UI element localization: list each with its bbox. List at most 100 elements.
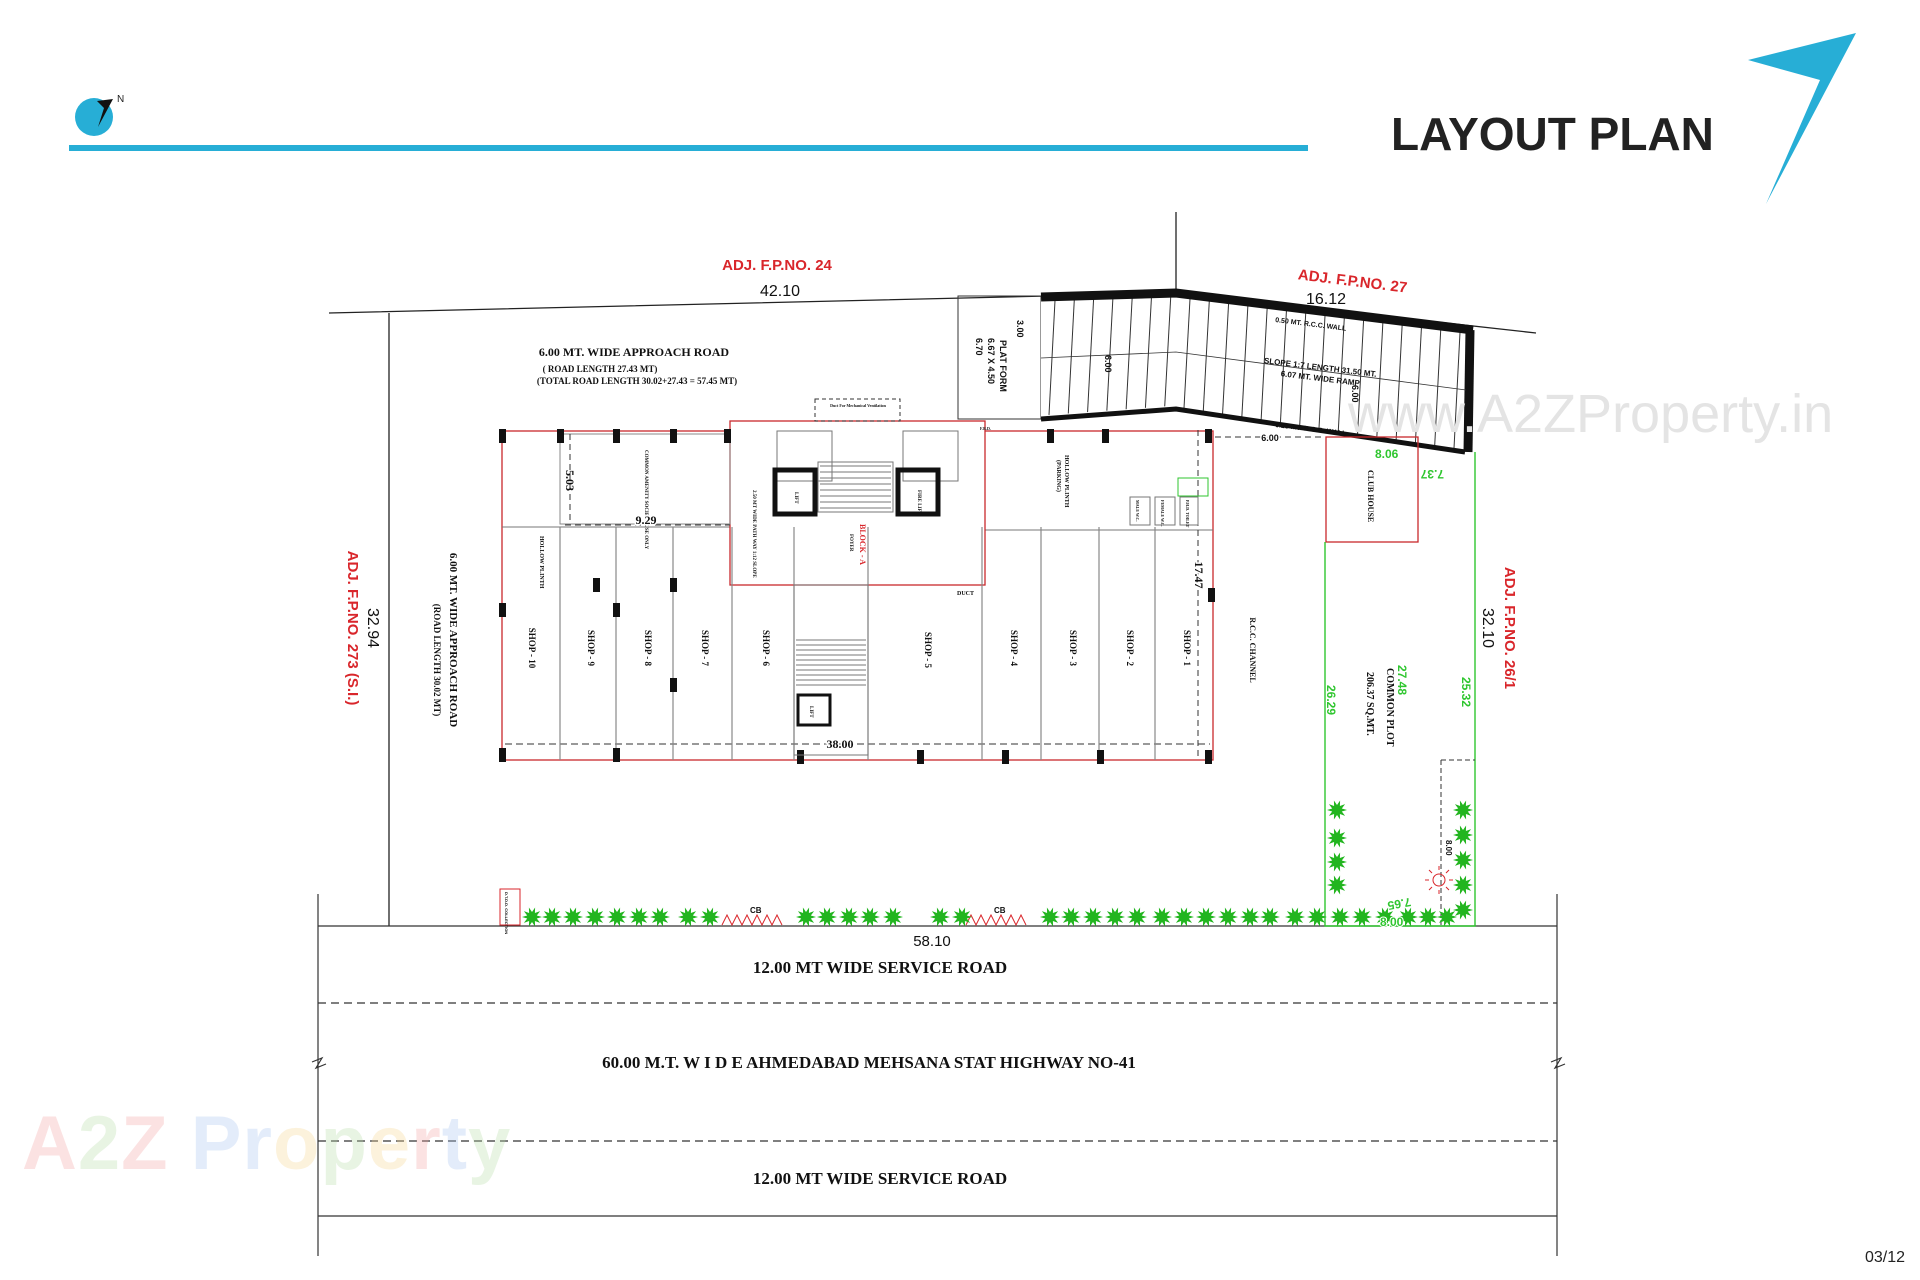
shop-label: SHOP - 8 — [643, 630, 653, 667]
tree-icon — [796, 907, 816, 927]
ramp-hatch-line — [1299, 313, 1307, 426]
adj-west-label: ADJ. F.P.NO. 273 (S.I.) — [344, 551, 361, 706]
tree-icon — [1453, 850, 1473, 870]
brand-watermark-letter: e — [367, 1101, 412, 1186]
ramp-hatch-line — [1414, 327, 1422, 443]
adj-east-length: 32.10 — [1479, 608, 1496, 648]
structural-column — [613, 429, 620, 443]
club-house-label: CLUB HOUSE — [1366, 470, 1375, 522]
north-compass-icon: N — [75, 94, 124, 136]
tree-icon — [930, 907, 950, 927]
common-plot-boundary — [1324, 452, 1476, 927]
ramp-hatch-line — [1260, 308, 1268, 420]
platform-dim-300: 3.00 — [1015, 320, 1025, 338]
adj-north-length: 42.10 — [760, 283, 800, 300]
approach-road-side-label: 6.00 MT. WIDE APPROACH ROAD — [447, 553, 459, 727]
dim-806: 8.06 — [1375, 447, 1399, 461]
tree-icon — [1418, 907, 1438, 927]
structural-column — [724, 429, 731, 443]
tree-icon — [1437, 907, 1457, 927]
brand-watermark-letter: 2 — [77, 1101, 122, 1186]
tree-icon — [1105, 907, 1125, 927]
shop-label: SHOP - 2 — [1125, 630, 1135, 667]
dim-765: 7.65 — [1386, 895, 1412, 913]
structural-column — [613, 748, 620, 762]
ramp-dim-600c: 6.00 — [1261, 433, 1279, 443]
tree-icon — [650, 907, 670, 927]
tree-icon — [1398, 907, 1418, 927]
dim-503: 5.03 — [563, 470, 577, 491]
hollow-plinth-left: HOLLOW PLINTH — [538, 536, 544, 589]
approach-road-side-length: (ROAD LENGTH 30.02 MT) — [432, 604, 442, 717]
ramp-hatch-line — [1395, 325, 1403, 440]
shop-label: SHOP - 3 — [1068, 630, 1078, 667]
tree-icon — [1327, 828, 1347, 848]
tree-icon — [1040, 907, 1060, 927]
catch-basin-cb-1: CB — [721, 906, 783, 927]
brand-swoosh-icon — [1748, 33, 1856, 204]
tree-icon — [817, 907, 837, 927]
service-road-north-label: 12.00 MT WIDE SERVICE ROAD — [753, 958, 1007, 977]
building-block-a — [499, 398, 1215, 764]
tree-icon — [1240, 907, 1260, 927]
page-number: 03/12 — [1865, 1249, 1905, 1266]
shop-label: SHOP - 6 — [761, 630, 771, 667]
fire-lift-label: FIRE LIFT — [916, 490, 921, 516]
tree-icon — [1327, 875, 1347, 895]
tree-icon — [1260, 907, 1280, 927]
tree-icon — [607, 907, 627, 927]
ramp-hatch-line — [1279, 310, 1287, 423]
tree-icon — [585, 907, 605, 927]
light-pole-icon — [1425, 866, 1453, 894]
brand-watermark-letter: t — [441, 1101, 469, 1186]
shop-label: SHOP - 5 — [923, 632, 933, 669]
platform-dim-670: 6.70 — [974, 338, 984, 356]
adj-east-label: ADJ. F.P.NO. 26/1 — [1501, 567, 1518, 689]
ramp-hatch-line — [1376, 322, 1384, 437]
common-amenity-label: COMMON AMENITY SOCIETY USE ONLY — [643, 450, 648, 550]
platform-label: PLAT FORM — [998, 340, 1008, 392]
tree-icon — [1218, 907, 1238, 927]
ramp-dim-600b: 6.00 — [1350, 385, 1360, 403]
tree-icon — [1352, 907, 1372, 927]
structural-column — [613, 603, 620, 617]
ramp-hatch-line — [1164, 297, 1172, 407]
foyer-label: FOYER — [848, 534, 853, 552]
structural-column — [1102, 429, 1109, 443]
duct-label: DUCT — [957, 591, 974, 597]
tree-icon — [678, 907, 698, 927]
brand-watermark-letter: p — [320, 1101, 368, 1186]
site-watermark: www.A2ZProperty.in — [1347, 384, 1833, 444]
pathway-label: 2.50 MT WIDE PATH WAY 1:12 SLOPE — [751, 490, 756, 578]
adj-west-length: 32.94 — [364, 608, 381, 648]
lift-label-1: LIFT — [793, 492, 798, 504]
lift-label-2: LIFT — [808, 706, 813, 718]
structural-column — [670, 578, 677, 592]
shop-label: SHOP - 9 — [586, 630, 596, 667]
dim-2748: 27.48 — [1395, 665, 1409, 695]
ramp-hatch-line — [1357, 320, 1365, 434]
tree-icon — [1127, 907, 1147, 927]
structural-column — [499, 429, 506, 443]
brand-watermark-letter: A — [22, 1101, 78, 1186]
tree-icon — [1152, 907, 1172, 927]
tree-icon — [1375, 907, 1395, 927]
structural-column — [670, 429, 677, 443]
tree-icon — [1285, 907, 1305, 927]
ramp-hatch-line — [1434, 329, 1442, 446]
structural-column — [499, 603, 506, 617]
north-label: N — [117, 94, 124, 105]
phd-toilet-label: P.H.D. TOILET — [1185, 500, 1190, 528]
structural-column — [1205, 429, 1212, 443]
approach-road-top-total: (TOTAL ROAD LENGTH 30.02+27.43 = 57.45 M… — [537, 376, 737, 386]
approach-road-top-label: 6.00 MT. WIDE APPROACH ROAD — [539, 345, 730, 359]
tree-icon — [1196, 907, 1216, 927]
south-length: 58.10 — [913, 933, 951, 950]
block-a-label: BLOCK - A — [858, 524, 867, 565]
dim-929: 9.29 — [636, 513, 657, 527]
collection-box — [499, 888, 521, 926]
brand-watermark-letter: o — [273, 1101, 321, 1186]
structural-column — [499, 748, 506, 762]
tree-icon — [700, 907, 720, 927]
adj-northeast-length: 16.12 — [1306, 291, 1346, 308]
